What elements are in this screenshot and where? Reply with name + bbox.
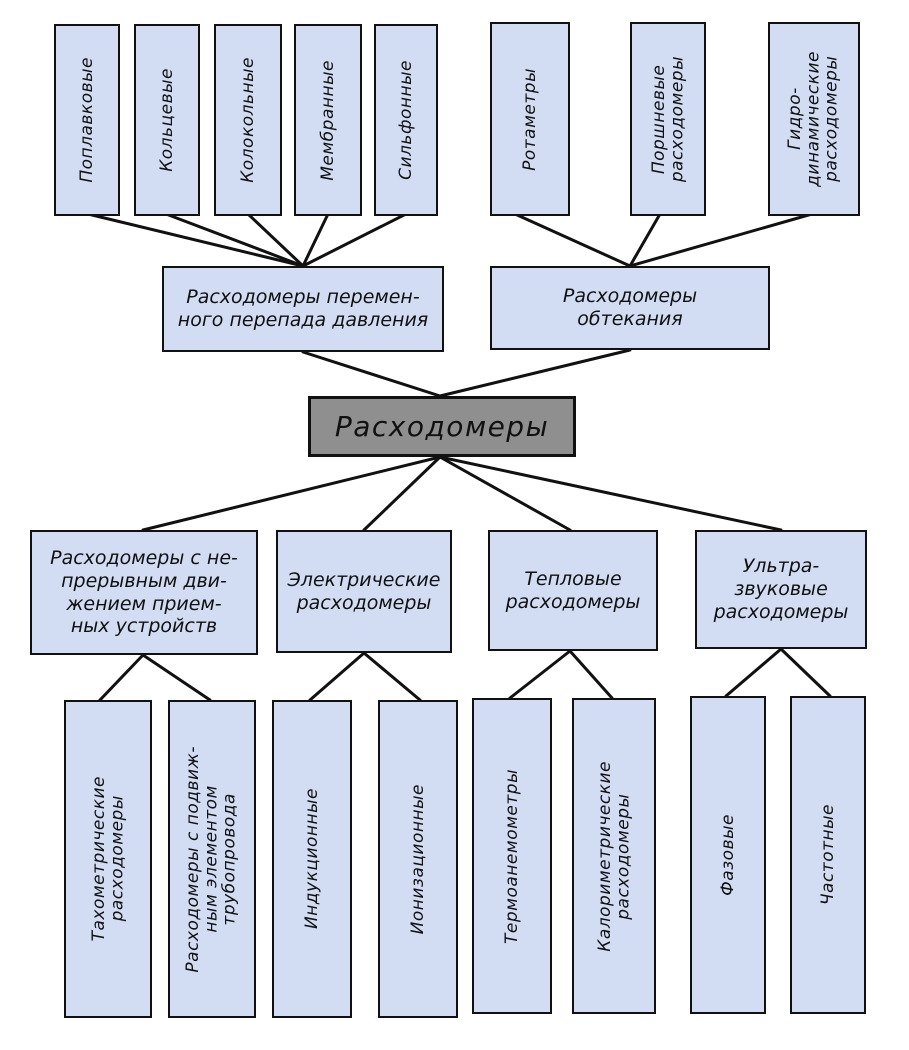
leaf-rotameters-label: Ротаметры bbox=[519, 67, 540, 171]
leaf-membrane: Мембранные bbox=[294, 24, 362, 216]
connector-line bbox=[301, 350, 442, 398]
connector-line bbox=[86, 212, 305, 268]
connector-line bbox=[362, 651, 422, 702]
leaf-ring: Кольцевые bbox=[134, 24, 200, 216]
leaf-thermoanemometers: Термоанемометры bbox=[472, 698, 552, 1014]
leaf-phase: Фазовые bbox=[690, 696, 766, 1014]
leaf-hydrodynamic: Гидро- динамические расходомеры bbox=[768, 22, 860, 216]
connector-line bbox=[308, 651, 366, 702]
group-ultrasonic: Ультра- звуковые расходомеры bbox=[695, 530, 867, 649]
leaf-float-label: Поплавковые bbox=[76, 57, 97, 183]
connector-line bbox=[141, 653, 212, 702]
leaf-bellows-label: Сильфонные bbox=[395, 60, 416, 180]
connector-line bbox=[438, 348, 632, 398]
connector-line bbox=[628, 212, 814, 268]
connector-line bbox=[508, 649, 572, 700]
connector-line bbox=[362, 455, 442, 532]
connector-line bbox=[98, 653, 145, 702]
group-variable-pressure-label: Расходомеры перемен- ного перепада давле… bbox=[177, 286, 429, 331]
connector-line bbox=[568, 649, 614, 700]
group-flow-around-label: Расходомеры обтекания bbox=[562, 285, 698, 330]
leaf-bell: Колокольные bbox=[214, 24, 282, 216]
group-variable-pressure: Расходомеры перемен- ного перепада давле… bbox=[162, 266, 444, 352]
leaf-float: Поплавковые bbox=[54, 24, 120, 216]
connector-line bbox=[438, 455, 783, 532]
leaf-piston: Поршневые расходомеры bbox=[630, 22, 706, 216]
group-electrical: Электрические расходомеры bbox=[276, 530, 452, 653]
leaf-piston-label: Поршневые расходомеры bbox=[648, 55, 687, 183]
leaf-frequency: Частотные bbox=[790, 696, 866, 1014]
leaf-bell-label: Колокольные bbox=[237, 57, 258, 183]
group-thermal: Тепловые расходомеры bbox=[488, 530, 658, 651]
leaf-ionization: Ионизационные bbox=[378, 700, 458, 1018]
leaf-movable-pipe: Расходомеры с подвиж- ным элементом труб… bbox=[168, 700, 256, 1018]
connector-line bbox=[628, 212, 662, 268]
connector-line bbox=[724, 647, 783, 698]
connector-line bbox=[246, 212, 305, 268]
root-node: Расходомеры bbox=[308, 396, 576, 457]
connector-line bbox=[301, 212, 330, 268]
leaf-tachometric-label: Тахометрические расходомеры bbox=[88, 776, 127, 942]
connector-line bbox=[164, 212, 305, 268]
connector-line bbox=[513, 212, 632, 268]
group-continuous-motion: Расходомеры с не- прерывным дви- жением … bbox=[30, 530, 258, 655]
group-electrical-label: Электрические расходомеры bbox=[287, 568, 441, 614]
connector-line bbox=[301, 212, 408, 268]
connector-line bbox=[438, 455, 572, 532]
connector-line bbox=[141, 455, 442, 532]
group-thermal-label: Тепловые расходомеры bbox=[505, 567, 641, 613]
leaf-induction: Индукционные bbox=[272, 700, 352, 1018]
leaf-movable-pipe-label: Расходомеры с подвиж- ным элементом труб… bbox=[183, 745, 241, 973]
leaf-bellows: Сильфонные bbox=[374, 24, 438, 216]
connector-line bbox=[779, 647, 832, 698]
leaf-phase-label: Фазовые bbox=[717, 814, 738, 896]
leaf-rotameters: Ротаметры bbox=[490, 22, 570, 216]
root-node-label: Расходомеры bbox=[334, 409, 550, 443]
leaf-thermoanemometers-label: Термоанемометры bbox=[501, 768, 522, 944]
leaf-ring-label: Кольцевые bbox=[156, 68, 177, 172]
leaf-tachometric: Тахометрические расходомеры bbox=[64, 700, 152, 1018]
leaf-frequency-label: Частотные bbox=[817, 804, 838, 906]
leaf-membrane-label: Мембранные bbox=[317, 59, 338, 181]
leaf-ionization-label: Ионизационные bbox=[407, 783, 428, 935]
group-continuous-motion-label: Расходомеры с не- прерывным дви- жением … bbox=[50, 546, 238, 638]
leaf-hydrodynamic-label: Гидро- динамические расходомеры bbox=[785, 51, 843, 187]
leaf-induction-label: Индукционные bbox=[301, 788, 322, 930]
group-ultrasonic-label: Ультра- звуковые расходомеры bbox=[713, 555, 849, 623]
group-flow-around: Расходомеры обтекания bbox=[490, 266, 770, 350]
leaf-calorimetric-label: Калориметрические расходомеры bbox=[594, 760, 633, 952]
leaf-calorimetric: Калориметрические расходомеры bbox=[572, 698, 656, 1014]
